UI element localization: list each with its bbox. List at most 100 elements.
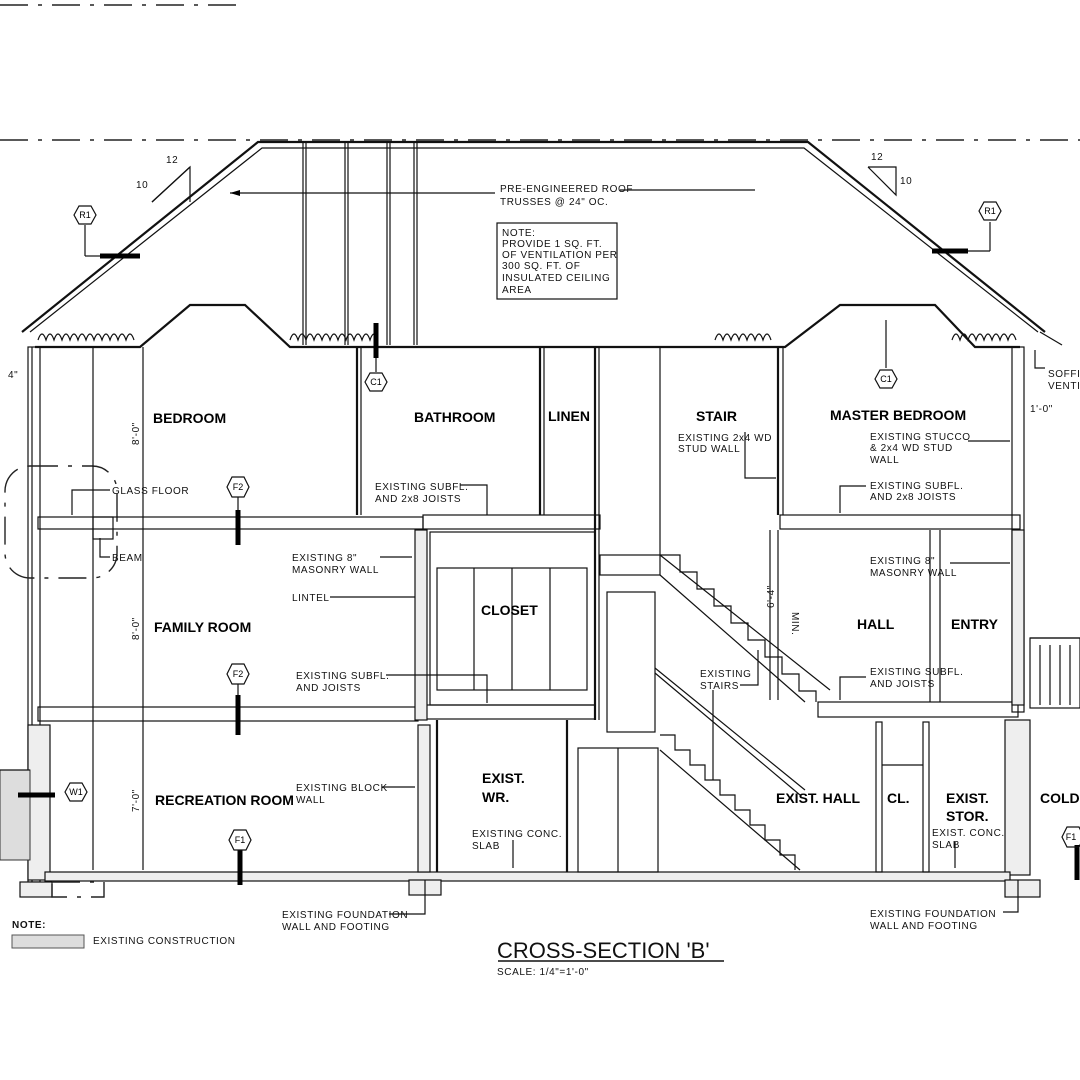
annotation-notes: PRE-ENGINEERED ROOF TRUSSES @ 24" OC. NO… — [112, 184, 1080, 933]
dim-4in: 4" — [8, 370, 18, 381]
svg-text:AREA: AREA — [502, 285, 532, 296]
ventilation-note-box — [496, 222, 618, 300]
tag-c1-bath: C1 — [364, 372, 388, 392]
tag-f1-left: F1 — [228, 829, 252, 851]
svg-text:EXISTING BLOCK: EXISTING BLOCK — [296, 783, 388, 794]
basement-structure — [19, 720, 1080, 898]
closet-box — [429, 531, 596, 706]
pitch-left-rise: 10 — [136, 180, 148, 191]
svg-text:EXISTING STUCCO: EXISTING STUCCO — [870, 432, 971, 443]
drawing-scale: SCALE: 1/4"=1'-0" — [497, 967, 589, 978]
svg-text:BEAM: BEAM — [112, 553, 143, 564]
svg-text:AND JOISTS: AND JOISTS — [870, 679, 935, 690]
svg-text:F1: F1 — [235, 835, 246, 845]
svg-text:EXISTING SUBFL.: EXISTING SUBFL. — [870, 667, 963, 678]
room-closet: CLOSET — [481, 602, 538, 618]
room-exist-wr-line2: WR. — [482, 789, 509, 805]
svg-text:GLASS FLOOR: GLASS FLOOR — [112, 486, 189, 497]
room-bathroom: BATHROOM — [414, 409, 495, 425]
svg-text:OF VENTILATION PER: OF VENTILATION PER — [502, 250, 618, 261]
svg-text:AND 2x8 JOISTS: AND 2x8 JOISTS — [870, 492, 956, 503]
insulation — [37, 333, 1017, 342]
svg-text:EXISTING 8": EXISTING 8" — [292, 553, 357, 564]
dim-rec-height: 7'-0" — [131, 789, 142, 812]
svg-text:WALL AND FOOTING: WALL AND FOOTING — [282, 922, 390, 933]
svg-text:SLAB: SLAB — [472, 841, 500, 852]
svg-text:TRUSSES @ 24" OC.: TRUSSES @ 24" OC. — [500, 197, 608, 208]
svg-text:F2: F2 — [233, 482, 244, 492]
legend-swatch-existing — [11, 934, 85, 949]
svg-text:AND JOISTS: AND JOISTS — [296, 683, 361, 694]
svg-text:C1: C1 — [880, 374, 892, 384]
ceiling — [35, 303, 1020, 372]
roof-trusses — [302, 142, 418, 345]
room-cold: COLD — [1040, 790, 1080, 806]
pitch-right-run: 12 — [871, 152, 883, 163]
room-exist-stor-line2: STOR. — [946, 808, 989, 824]
room-exist-wr-line1: EXIST. — [482, 770, 525, 786]
svg-text:EXISTING SUBFL.: EXISTING SUBFL. — [296, 671, 389, 682]
svg-text:F1: F1 — [1066, 832, 1077, 842]
svg-text:INSULATED CEILING: INSULATED CEILING — [502, 273, 610, 284]
svg-text:EXISTING 2x4 WD: EXISTING 2x4 WD — [678, 433, 772, 444]
room-exist-stor-line1: EXIST. — [946, 790, 989, 806]
svg-text:SOFFIT: SOFFIT — [1048, 369, 1080, 380]
svg-text:NOTE:: NOTE: — [502, 228, 536, 239]
svg-text:STUD WALL: STUD WALL — [678, 444, 740, 455]
svg-text:W1: W1 — [69, 787, 83, 797]
svg-text:STAIRS: STAIRS — [700, 681, 739, 692]
svg-text:EXISTING FOUNDATION: EXISTING FOUNDATION — [870, 909, 996, 920]
svg-text:PROVIDE 1 SQ. FT.: PROVIDE 1 SQ. FT. — [502, 239, 602, 250]
dim-1ft: 1'-0" — [1030, 404, 1053, 415]
svg-text:EXISTING FOUNDATION: EXISTING FOUNDATION — [282, 910, 408, 921]
svg-text:VENTIL: VENTIL — [1048, 381, 1080, 392]
grade-hatch — [0, 769, 31, 861]
room-master-bedroom: MASTER BEDROOM — [830, 407, 966, 423]
glass-floor-detail-outline — [4, 465, 118, 579]
svg-text:WALL: WALL — [296, 795, 325, 806]
svg-text:PRE-ENGINEERED ROOF: PRE-ENGINEERED ROOF — [500, 184, 633, 195]
svg-text:EXISTING 8": EXISTING 8" — [870, 556, 935, 567]
pitch-right-rise: 10 — [900, 176, 912, 187]
svg-text:& 2x4 WD STUD: & 2x4 WD STUD — [870, 443, 953, 454]
svg-text:LINTEL: LINTEL — [292, 593, 330, 604]
dim-bedroom-height: 8'-0" — [131, 422, 142, 445]
first-floor-structure — [37, 529, 1025, 871]
room-entry: ENTRY — [951, 616, 999, 632]
svg-text:MASONRY WALL: MASONRY WALL — [870, 568, 957, 579]
stair-door — [606, 591, 656, 733]
tag-f2-upper: F2 — [226, 476, 250, 510]
svg-text:F2: F2 — [233, 669, 244, 679]
tag-r1-right: R1 — [978, 201, 1002, 221]
exterior-railing — [1029, 637, 1080, 709]
drawing-title: CROSS-SECTION 'B' — [497, 938, 710, 963]
roof — [21, 140, 1063, 346]
room-linen: LINEN — [548, 408, 590, 424]
room-cl: CL. — [887, 790, 910, 806]
svg-text:C1: C1 — [370, 377, 382, 387]
svg-text:EXISTING CONC.: EXISTING CONC. — [472, 829, 562, 840]
svg-text:EXISTING SUBFL.: EXISTING SUBFL. — [375, 482, 468, 493]
legend-existing-construction: EXISTING CONSTRUCTION — [93, 936, 236, 947]
svg-text:EXISTING SUBFL.: EXISTING SUBFL. — [870, 481, 963, 492]
tag-f2-lower: F2 — [226, 663, 250, 695]
room-recreation-room: RECREATION ROOM — [155, 792, 294, 808]
svg-text:MASONRY WALL: MASONRY WALL — [292, 565, 379, 576]
tag-c1-master: C1 — [874, 369, 898, 389]
svg-text:WALL: WALL — [870, 455, 899, 466]
room-bedroom: BEDROOM — [153, 410, 226, 426]
dim-stair-clearance: 6'-4" — [766, 585, 777, 608]
svg-text:R1: R1 — [79, 210, 91, 220]
room-family-room: FAMILY ROOM — [154, 619, 251, 635]
dimensions: 4" 8'-0" 8'-0" 7'-0" 6'-4" MIN. 1'-0" — [8, 370, 1053, 812]
tag-w1: W1 — [64, 782, 88, 802]
svg-text:300 SQ. FT. OF: 300 SQ. FT. OF — [502, 261, 580, 272]
dim-min: MIN. — [789, 612, 800, 636]
leaders — [71, 350, 1045, 915]
room-stair: STAIR — [696, 408, 737, 424]
tag-f1-right: F1 — [1061, 826, 1080, 848]
svg-text:WALL AND FOOTING: WALL AND FOOTING — [870, 921, 978, 932]
svg-text:R1: R1 — [984, 206, 996, 216]
